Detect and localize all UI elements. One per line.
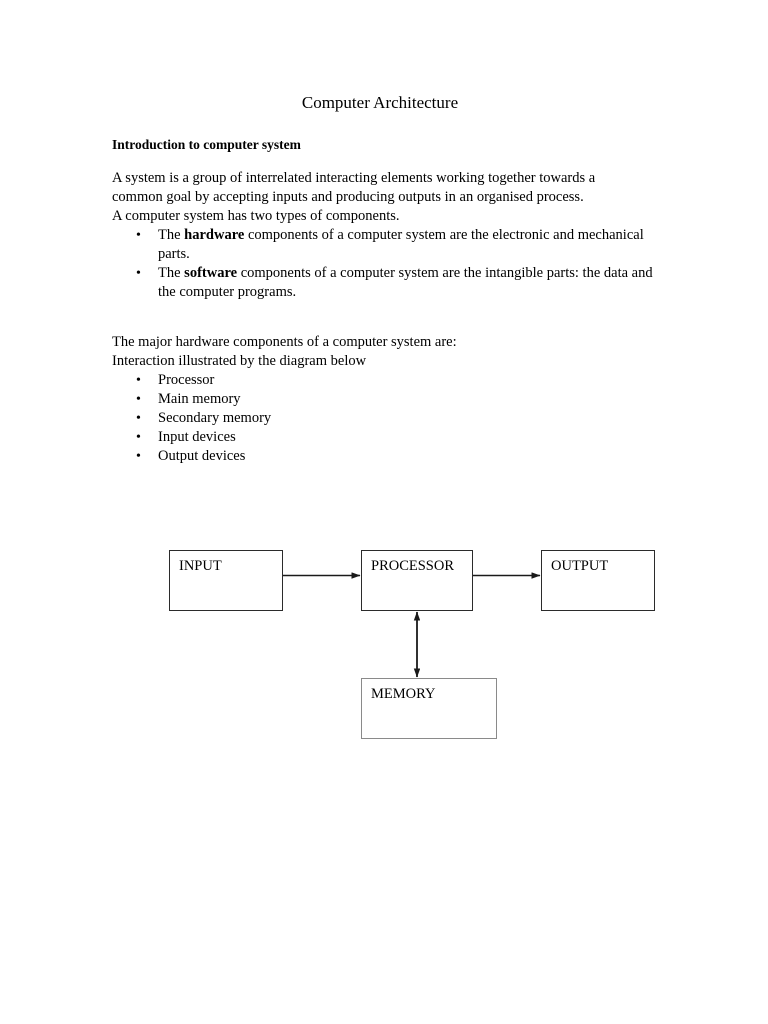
paragraph-line: A computer system has two types of compo… <box>112 208 400 224</box>
paragraph-line: common goal by accepting inputs and prod… <box>112 189 584 205</box>
diagram-box-processor[interactable]: PROCESSOR <box>361 550 473 611</box>
list-item: Processor <box>112 371 672 390</box>
list-item: The hardware components of a computer sy… <box>112 226 672 264</box>
diagram-box-memory[interactable]: MEMORY <box>361 678 497 739</box>
list-item-emphasis: hardware <box>184 227 245 243</box>
list-item: Output devices <box>112 447 672 466</box>
list-item: Secondary memory <box>112 409 672 428</box>
paragraph-line: A system is a group of interrelated inte… <box>112 170 596 186</box>
list-item-prefix: The <box>158 265 185 281</box>
page-title: Computer Architecture <box>301 93 459 112</box>
list-item-emphasis: software <box>184 265 238 281</box>
diagram-box-input[interactable]: INPUT <box>169 550 283 611</box>
component-types-list: The hardware components of a computer sy… <box>112 226 672 302</box>
list-item-suffix: components of a computer system are the … <box>158 227 644 262</box>
paragraph-line: The major hardware components of a compu… <box>112 334 457 350</box>
hardware-components-list: Processor Main memory Secondary memory I… <box>112 371 672 466</box>
paragraph-introduction: A system is a group of interrelated inte… <box>112 169 657 226</box>
list-item-prefix: The <box>158 227 185 243</box>
list-item-suffix: components of a computer system are the … <box>158 265 653 300</box>
paragraph-line: Interaction illustrated by the diagram b… <box>112 353 367 369</box>
paragraph-hardware-components: The major hardware components of a compu… <box>112 333 657 371</box>
section-heading-introduction: Introduction to computer system <box>112 137 301 152</box>
diagram-box-output[interactable]: OUTPUT <box>541 550 655 611</box>
list-item: The software components of a computer sy… <box>112 264 672 302</box>
list-item: Input devices <box>112 428 672 447</box>
list-item: Main memory <box>112 390 672 409</box>
